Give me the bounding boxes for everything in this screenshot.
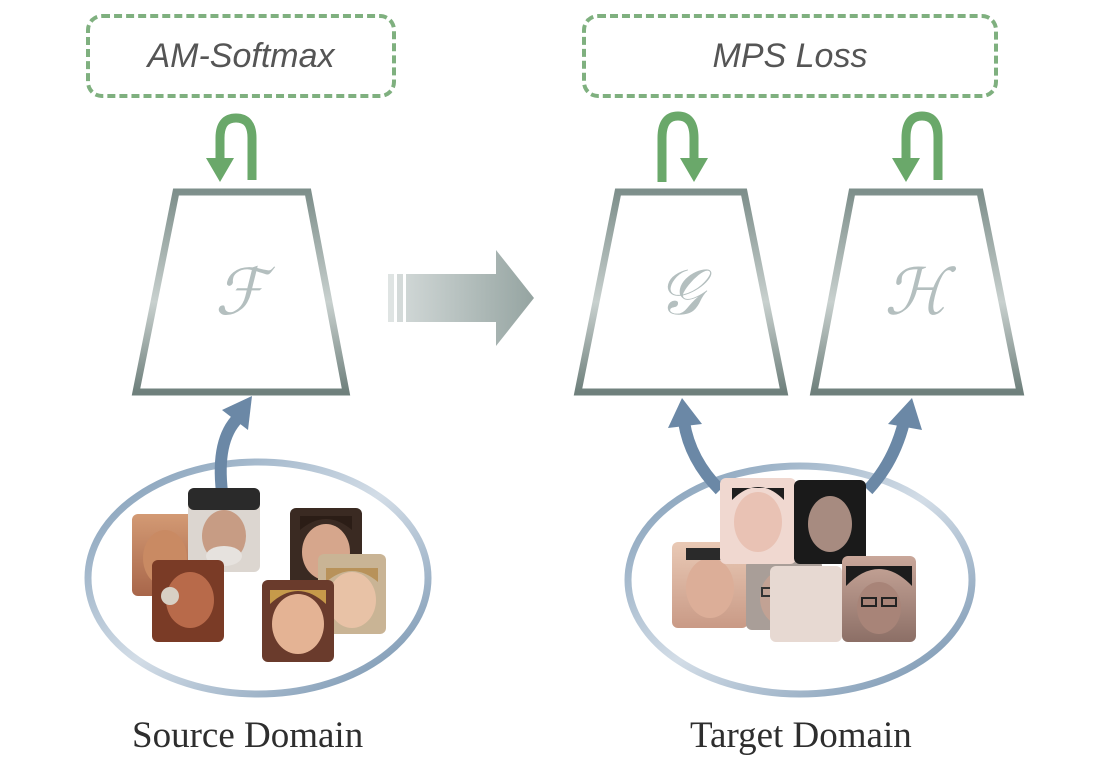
source-face-2 xyxy=(188,488,260,572)
am-softmax-label: AM-Softmax xyxy=(147,36,335,75)
input-arrow-f xyxy=(214,396,252,493)
network-h-frame xyxy=(809,188,1025,396)
transfer-arrow xyxy=(388,250,534,346)
network-g-frame xyxy=(573,188,789,396)
target-face-5 xyxy=(794,480,866,564)
source-face-6 xyxy=(262,580,334,662)
loss-feedback-arrow-g xyxy=(657,111,708,182)
am-softmax-loss-box: AM-Softmax xyxy=(86,14,396,98)
mps-loss-label: MPS Loss xyxy=(712,36,868,75)
target-face-6 xyxy=(842,556,916,642)
target-domain-label: Target Domain xyxy=(690,715,912,756)
network-f-label: ℱ xyxy=(214,256,266,330)
target-domain-ellipse xyxy=(624,462,976,698)
loss-feedback-arrow-h xyxy=(892,111,943,182)
source-face-5 xyxy=(318,554,386,634)
loss-feedback-arrow-f xyxy=(206,113,257,182)
network-h-label: ℋ xyxy=(884,256,948,330)
source-domain-ellipse xyxy=(84,458,432,698)
target-face-4 xyxy=(720,478,796,564)
source-face-3 xyxy=(152,560,224,642)
mps-loss-box: MPS Loss xyxy=(582,14,998,98)
target-face-3 xyxy=(770,566,842,642)
input-arrow-h xyxy=(863,398,922,495)
source-domain-label: Source Domain xyxy=(132,715,364,756)
source-face-thumbnails xyxy=(132,488,386,662)
network-f-frame xyxy=(131,188,351,396)
network-g-label: 𝒢 xyxy=(657,256,703,330)
target-face-thumbnails xyxy=(672,478,916,642)
input-arrow-g xyxy=(668,398,725,495)
